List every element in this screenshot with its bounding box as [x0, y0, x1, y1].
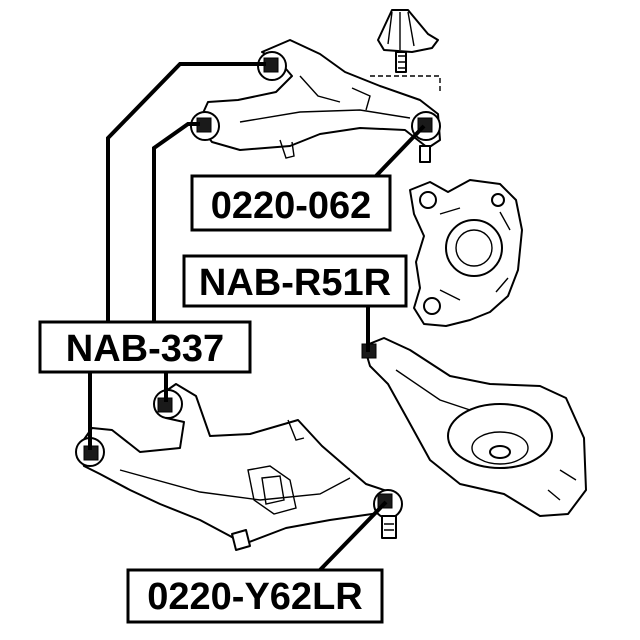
- leader-0220-y62lr-to-ball-joint: [318, 500, 388, 572]
- lower-control-arm: [75, 383, 401, 551]
- leader-0220-062-to-upper-arm: [374, 124, 426, 178]
- label-text-nab-337: NAB-337: [66, 328, 224, 370]
- leader-nab-337-to-upper-arm-front: [106, 62, 266, 322]
- label-nab-r51r: NAB-R51R: [182, 254, 408, 308]
- label-nab-337: NAB-337: [38, 320, 252, 374]
- steering-knuckle: [409, 179, 523, 327]
- label-text-nab-r51r: NAB-R51R: [199, 262, 391, 304]
- label-text-0220-y62lr: 0220-Y62LR: [147, 576, 362, 618]
- leader-lines: [88, 62, 426, 572]
- label-0220-062: 0220-062: [190, 174, 392, 232]
- bump-stop: [377, 9, 439, 73]
- label-0220-y62lr: 0220-Y62LR: [126, 568, 384, 624]
- ball-joint: [373, 489, 403, 539]
- leader-nab-337-to-upper-arm-rear: [152, 122, 200, 322]
- label-text-0220-062: 0220-062: [211, 185, 372, 227]
- rear-lower-arm: [361, 337, 587, 517]
